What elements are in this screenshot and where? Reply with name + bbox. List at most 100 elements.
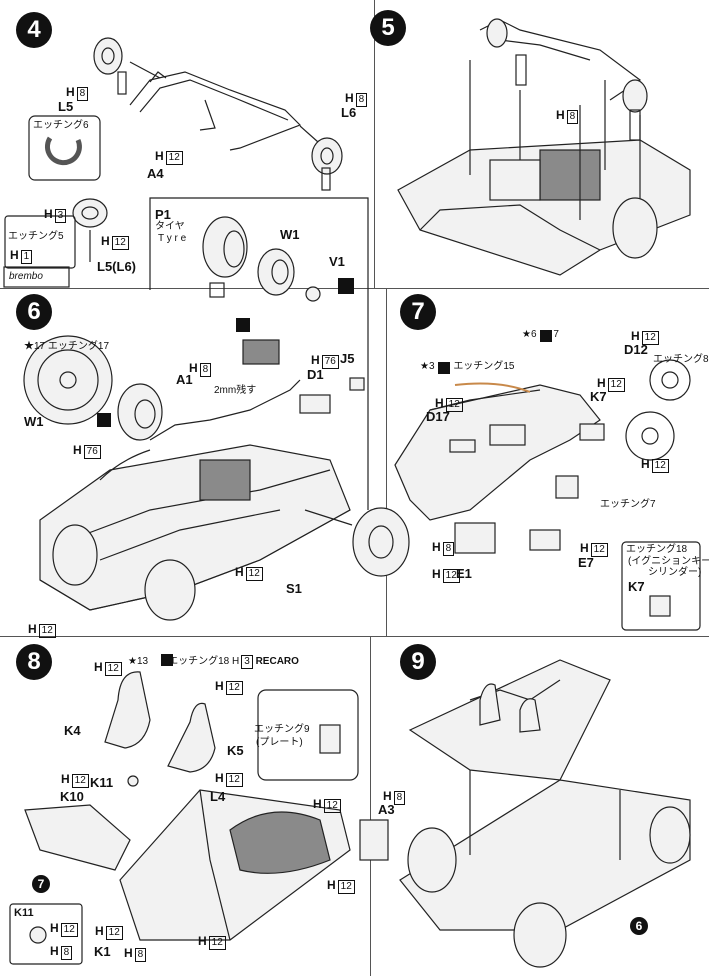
step8-plate: (プレート) [256, 737, 303, 748]
step-badge-8: 8 [16, 644, 52, 680]
step-badge-7: 7 [400, 294, 436, 330]
etching-number: 18 [676, 544, 688, 555]
h-number: 12 [590, 543, 608, 557]
step9-ref-6: 6 [630, 917, 648, 935]
h-prefix: H [580, 541, 589, 555]
h-prefix: H [44, 207, 53, 221]
step7-cylinder: シリンダー) [648, 567, 702, 578]
h-prefix: H [73, 443, 82, 457]
step8-interior [9, 654, 359, 965]
tyre-en: T y r e [158, 233, 187, 244]
divider-top [0, 288, 709, 289]
h-number: 8 [60, 946, 73, 960]
tyre-taiya: タイヤ [155, 221, 185, 232]
etching-text: エッチング [254, 724, 304, 735]
step7-ignition: (イグニションキー [628, 556, 709, 567]
etching-number: 9 [304, 724, 310, 735]
h-prefix: H [232, 656, 240, 667]
h-prefix: H [101, 234, 110, 248]
step8-l4: L4 [210, 789, 226, 804]
etching-text: エッチング [33, 120, 83, 131]
h-prefix: H [94, 660, 103, 674]
step8-k10: K10 [60, 789, 84, 804]
h-number: 12 [105, 926, 123, 940]
step7-d17: D17 [426, 409, 450, 424]
h-prefix: H [50, 921, 59, 935]
tyre-w1: W1 [280, 227, 300, 242]
star-number: 13 [136, 656, 149, 667]
step6-a1: A1 [176, 372, 193, 387]
step7-dashboard [394, 330, 701, 631]
h-number: 12 [607, 378, 625, 392]
h-prefix: H [10, 248, 19, 262]
step6-j5: J5 [340, 351, 355, 366]
h-number: 3 [241, 655, 253, 669]
etching-text: エッチング [600, 499, 650, 510]
etching-number: 7 [650, 499, 656, 510]
h-prefix: H [313, 797, 322, 811]
h-number: 12 [38, 624, 56, 638]
h-prefix: H [327, 878, 336, 892]
h-prefix: H [124, 946, 133, 960]
divider-v-bot [370, 636, 371, 976]
h-number: 76 [83, 445, 101, 459]
etching-number: 5 [58, 231, 64, 242]
h-number: 12 [71, 774, 89, 788]
h-number: 12 [208, 936, 226, 950]
step6-etching17: ★17 エッチング17 [24, 341, 110, 352]
h-number: 12 [651, 459, 669, 473]
step6-cut-note: 2mm残す [214, 385, 257, 396]
step7-e1: E1 [456, 566, 472, 581]
etching-number: 17 [97, 341, 110, 352]
step9-a3: A3 [378, 802, 395, 817]
step4-etching5: エッチング5 [8, 232, 64, 242]
h-prefix: H [215, 679, 224, 693]
etching-number: 6 [83, 120, 89, 131]
divider-v-top [374, 0, 375, 288]
h-number: 12 [165, 151, 183, 165]
step4-l5l6: L5(L6) [97, 259, 136, 274]
h-number: 8 [355, 93, 368, 107]
star-number: 3 [428, 361, 435, 372]
h-prefix: H [198, 934, 207, 948]
etching-number: 18 [218, 656, 230, 667]
step7-d12: D12 [624, 342, 648, 357]
h-number: 3 [54, 209, 67, 223]
step4-etching6: エッチング6 [33, 121, 89, 131]
tyre-callout [149, 197, 369, 510]
h-number: 12 [323, 799, 341, 813]
h-number: 8 [393, 791, 406, 805]
h-prefix: H [95, 924, 104, 938]
h-number: 1 [20, 250, 33, 264]
tyre-p1: P1 [155, 207, 171, 222]
h-prefix: H [235, 565, 244, 579]
step7-star6: ★6 7 [522, 329, 559, 340]
h-prefix: H [155, 149, 164, 163]
step8-k11-box: K11 [14, 907, 34, 919]
etching-text: エッチング [453, 361, 504, 372]
step-badge-4: 4 [16, 12, 52, 48]
etching-text: エッチング [47, 341, 98, 352]
star-number: 17 [34, 341, 46, 352]
step7-etching8: エッチング8 [653, 355, 709, 365]
step8-k4: K4 [64, 723, 81, 738]
h-prefix: H [215, 771, 224, 785]
